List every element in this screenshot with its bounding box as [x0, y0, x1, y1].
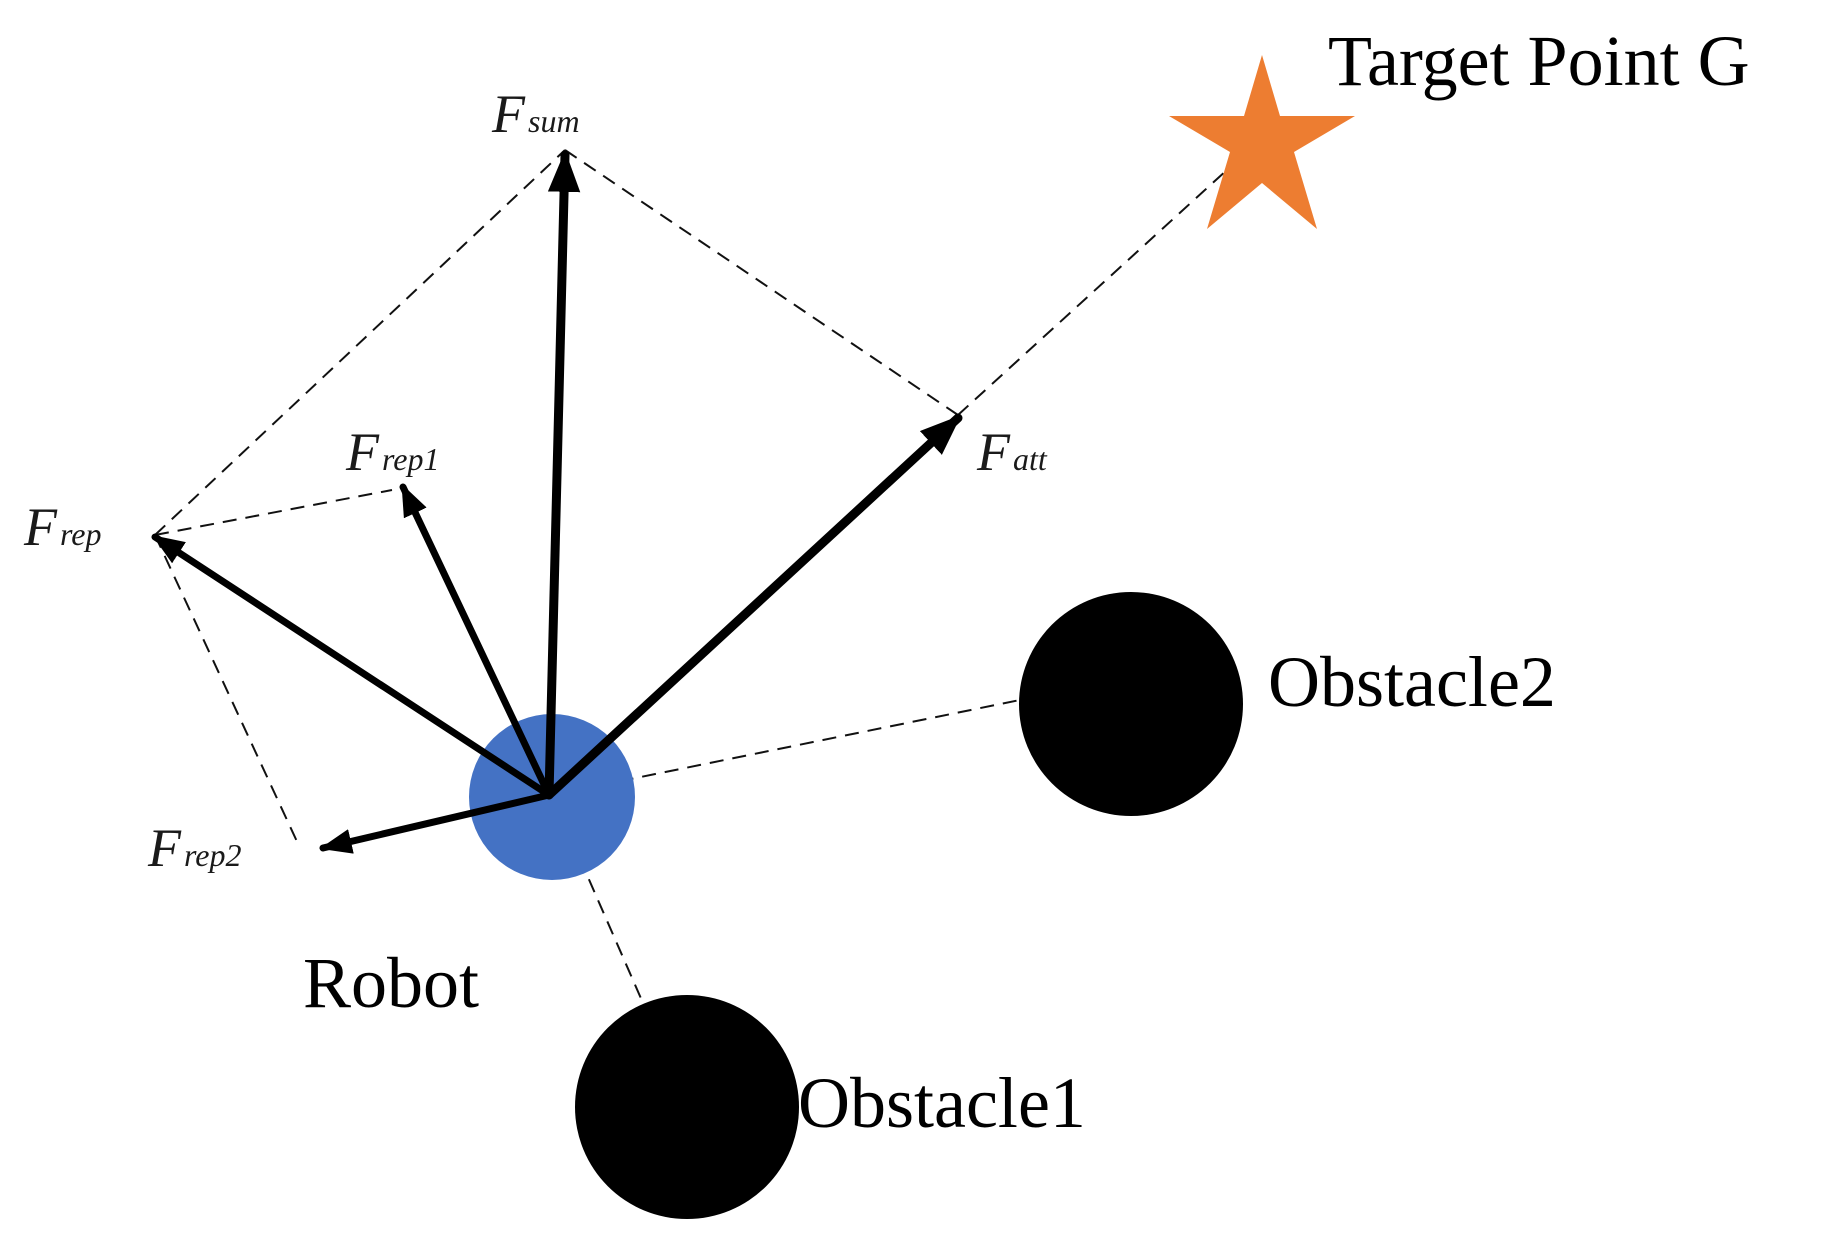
dash-robot-to-obstacle1	[551, 794, 644, 1004]
vector-f-rep2	[319, 791, 553, 854]
dash-frep-to-frep2	[154, 534, 301, 849]
vector-f-att	[544, 413, 963, 800]
f-rep2-label: Frep2	[147, 818, 241, 878]
target-label: Target Point G	[1328, 21, 1750, 101]
dash-robot-to-target	[957, 137, 1263, 416]
obstacle1-label: Obstacle1	[798, 1063, 1086, 1143]
dash-fsum-to-fatt	[564, 149, 959, 416]
vector-f-rep1	[399, 483, 553, 799]
dash-frep-to-frep1	[154, 489, 393, 536]
target-star-icon	[1169, 55, 1355, 229]
dash-frep-to-fsum	[154, 149, 566, 536]
obstacle1-circle	[575, 995, 799, 1219]
f-rep1-label: Frep1	[345, 422, 439, 482]
f-sum-label: Fsum	[491, 84, 580, 144]
robot-label: Robot	[303, 943, 479, 1023]
f-rep-label: Frep	[23, 497, 101, 557]
f-att-label: Fatt	[976, 422, 1048, 482]
obstacle2-label: Obstacle2	[1268, 642, 1556, 722]
vector-f-rep	[151, 533, 553, 799]
obstacle2-circle	[1019, 592, 1243, 816]
vector-f-sum	[544, 150, 581, 800]
